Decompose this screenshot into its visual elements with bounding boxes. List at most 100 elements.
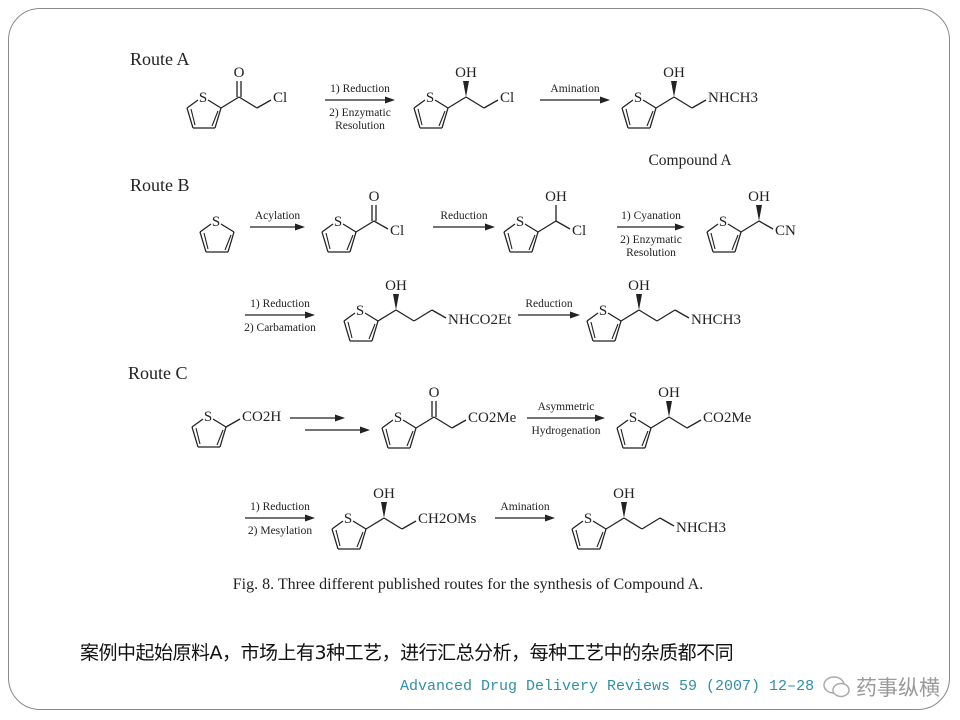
chain-bond xyxy=(365,517,385,530)
ring-bond xyxy=(734,231,742,253)
ring-double-bond xyxy=(625,108,631,126)
wedge-bond xyxy=(671,81,677,97)
reagent-label: 1) Reduction xyxy=(330,83,390,95)
sulfur-atom: S xyxy=(599,303,607,319)
sulfur-atom: S xyxy=(344,511,352,527)
reagent-label: Amination xyxy=(500,501,549,513)
reagent-label: Amination xyxy=(550,83,599,95)
chain-bond xyxy=(395,309,415,322)
chain-bond xyxy=(656,309,676,322)
reagent-label: Hydrogenation xyxy=(532,425,601,437)
hydroxyl-group: OH xyxy=(385,278,407,294)
ring-double-bond xyxy=(224,234,232,251)
chain-bond xyxy=(377,309,397,322)
ring-bond xyxy=(371,320,379,342)
ring-bond xyxy=(220,223,235,233)
end-group-nhch3: NHCH3 xyxy=(708,90,758,106)
ring-double-bond xyxy=(385,428,391,446)
reagent-label: 2) Carbamation xyxy=(244,322,316,334)
chain-bond xyxy=(691,99,707,109)
sulfur-atom: S xyxy=(204,409,212,425)
ring-double-bond xyxy=(203,232,209,250)
figure-caption: Fig. 8. Three different published routes… xyxy=(233,576,703,593)
arrow-head xyxy=(675,223,685,231)
reagent-label: 2) Enzymatic xyxy=(620,234,682,246)
chain-bond xyxy=(623,517,643,530)
ring-double-bond xyxy=(596,531,604,548)
arrow-head xyxy=(595,414,605,422)
chain-bond xyxy=(465,96,485,109)
ring-bond xyxy=(503,231,511,253)
route-a-label: Route A xyxy=(130,49,190,69)
ring-double-bond xyxy=(406,430,414,447)
hydroxyl-group: OH xyxy=(748,189,770,205)
ring-bond xyxy=(402,419,417,429)
sulfur-atom: S xyxy=(719,214,727,230)
hydroxyl-group: OH xyxy=(373,486,395,502)
chain-bond xyxy=(650,416,670,429)
end-group-cl: Cl xyxy=(572,223,586,239)
ring-double-bond xyxy=(646,110,654,127)
arrow-head xyxy=(360,426,370,434)
route-b-label: Route B xyxy=(130,175,190,195)
chain-bond xyxy=(673,96,693,109)
ring-bond xyxy=(364,312,379,322)
end-group-ch2oms: CH2OMs xyxy=(418,511,477,527)
end-group-nhch3: NHCH3 xyxy=(676,520,726,536)
chain-bond xyxy=(758,220,774,230)
ring-bond xyxy=(199,223,212,233)
ring-bond xyxy=(413,107,421,129)
reagent-label: Resolution xyxy=(335,120,385,132)
ring-double-bond xyxy=(438,110,446,127)
ring-bond xyxy=(214,107,222,129)
wedge-bond xyxy=(381,502,387,518)
arrow-head xyxy=(570,311,580,319)
slide-note: 案例中起始原料A，市场上有3种工艺，进行汇总分析，每种工艺中的杂质都不同 xyxy=(80,642,734,664)
reagent-label: Resolution xyxy=(626,247,676,259)
ring-bond xyxy=(531,231,539,253)
ring-bond xyxy=(413,99,426,109)
ring-bond xyxy=(621,99,634,109)
reagent-label: 1) Cyanation xyxy=(621,210,681,222)
chain-bond xyxy=(555,220,571,230)
chain-bond xyxy=(674,309,690,319)
ring-bond xyxy=(727,223,742,233)
reagent-label: 2) Enzymatic xyxy=(329,107,391,119)
ring-bond xyxy=(706,223,719,233)
ring-double-bond xyxy=(347,321,353,339)
end-group-nhco2et: NHCO2Et xyxy=(448,312,512,328)
watermark: 药事纵横 xyxy=(822,672,940,702)
ring-bond xyxy=(381,427,389,449)
ring-bond xyxy=(212,418,227,428)
oxygen-atom: O xyxy=(429,385,440,401)
ring-bond xyxy=(706,231,714,253)
chain-bond xyxy=(401,520,417,530)
ring-double-bond xyxy=(641,430,649,447)
chain-bond xyxy=(641,517,661,530)
chain-bond xyxy=(605,517,625,530)
route-c-label: Route C xyxy=(128,363,188,383)
arrow-head xyxy=(305,311,315,319)
ring-double-bond xyxy=(507,232,513,250)
ring-bond xyxy=(649,107,657,129)
ring-bond xyxy=(191,426,199,448)
ring-double-bond xyxy=(611,323,619,340)
ring-bond xyxy=(503,223,516,233)
arrow-head xyxy=(305,514,315,522)
oxygen-atom: O xyxy=(369,189,380,205)
ring-bond xyxy=(571,528,579,550)
ring-bond xyxy=(186,107,194,129)
ring-bond xyxy=(441,107,449,129)
reagent-label: 1) Reduction xyxy=(250,298,310,310)
end-group-co2me: CO2Me xyxy=(468,410,517,426)
ring-bond xyxy=(381,419,394,429)
compound-a-label: Compound A xyxy=(648,152,732,169)
ring-bond xyxy=(616,419,629,429)
reagent-label: 2) Mesylation xyxy=(248,525,312,537)
ring-bond xyxy=(343,320,351,342)
chain-bond xyxy=(686,419,702,429)
ring-bond xyxy=(637,419,652,429)
ring-double-bond xyxy=(368,323,376,340)
arrow-head xyxy=(335,414,345,422)
